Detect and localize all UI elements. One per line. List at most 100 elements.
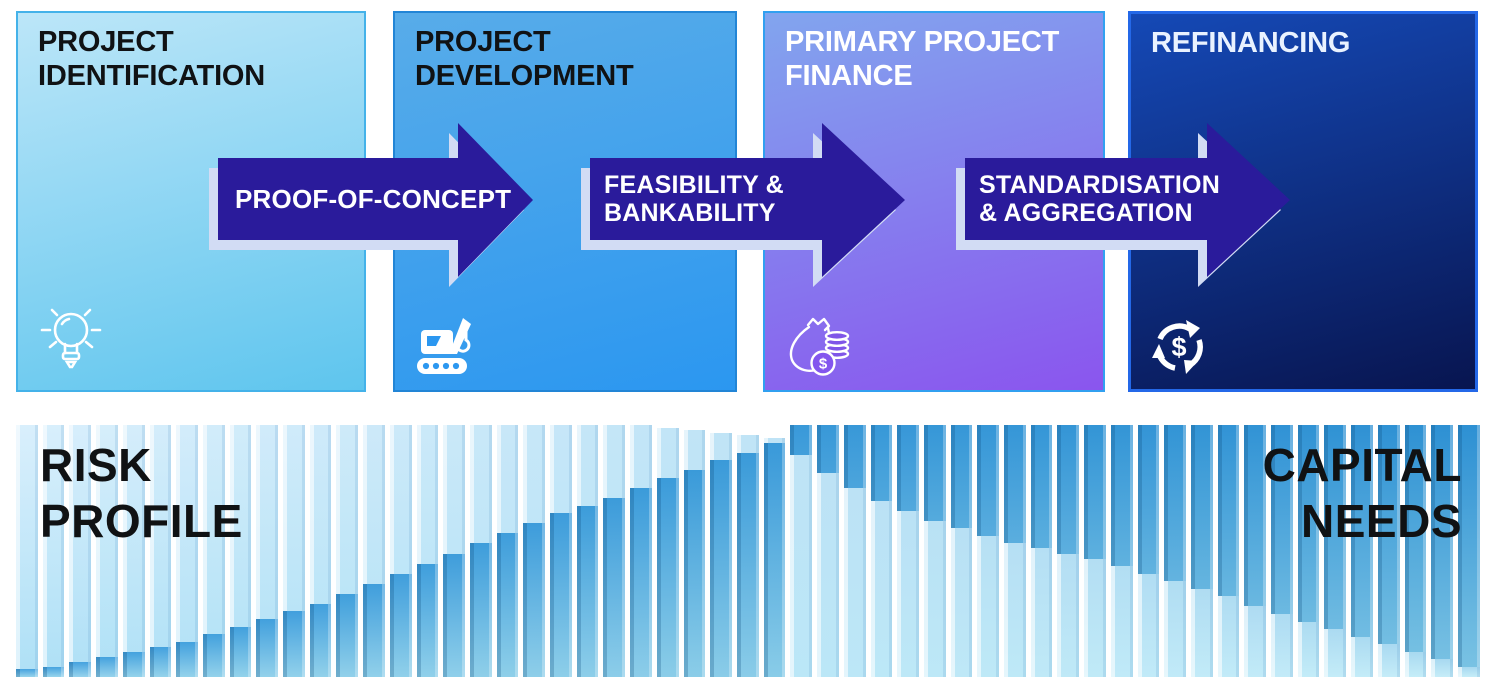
risk-profile-label: RISK PROFILE: [40, 439, 243, 548]
bar-column: [1110, 425, 1133, 677]
capital-needs-bar: [69, 661, 92, 677]
bar-column: [1457, 425, 1480, 677]
bar-column: [923, 425, 946, 677]
bar-column: [897, 425, 919, 677]
bar-column: [1377, 425, 1400, 677]
bar-column: [710, 425, 732, 677]
stage-title: PROJECT IDENTIFICATION: [38, 26, 266, 92]
risk-profile-bar: [176, 425, 198, 677]
capital-needs-bar: [283, 611, 305, 677]
capital-needs-bar: [1404, 425, 1427, 677]
capital-needs-bar: [96, 656, 118, 677]
bar-column: [736, 425, 759, 677]
bar-column: [683, 425, 706, 677]
capital-needs-bar: [389, 573, 412, 677]
capital-needs-bar: [1297, 425, 1320, 677]
capital-needs-bar: [550, 513, 572, 677]
capital-needs-bar: [656, 477, 679, 677]
risk-profile-bar: [870, 500, 893, 677]
bar-column: [1190, 425, 1213, 677]
risk-profile-bar: [1324, 629, 1347, 677]
risk-profile-bar: [1164, 581, 1186, 677]
bar-column: [870, 425, 893, 677]
capital-needs-bar: [469, 543, 492, 677]
risk-profile-bar: [229, 425, 252, 677]
risk-profile-bar: [42, 425, 65, 677]
bar-column: [550, 425, 572, 677]
bar-column: [1164, 425, 1186, 677]
bar-column: [656, 425, 679, 677]
bar-column: [603, 425, 626, 677]
bar-column: [309, 425, 332, 677]
bar-column: [149, 425, 172, 677]
capital-needs-bar: [229, 626, 252, 677]
bar-column: [42, 425, 65, 677]
bar-column: [977, 425, 1000, 677]
bar-column: [1297, 425, 1320, 677]
bar-column: [176, 425, 198, 677]
bar-column: [1057, 425, 1080, 677]
capital-needs-bar: [309, 603, 332, 677]
capital-needs-bar: [42, 666, 65, 677]
capital-needs-bar: [1431, 425, 1453, 677]
risk-profile-bar: [96, 425, 118, 677]
capital-needs-bar: [1351, 425, 1373, 677]
risk-profile-bar: [1404, 651, 1427, 677]
dollar-cycle-icon: $: [1152, 320, 1203, 374]
bar-column: [469, 425, 492, 677]
bar-column: [950, 425, 973, 677]
risk-profile-bar: [16, 425, 38, 677]
bar-column: [1271, 425, 1293, 677]
risk-profile-bar: [1084, 558, 1106, 677]
bar-column: [336, 425, 359, 677]
bar-column: [1351, 425, 1373, 677]
bar-column: [630, 425, 652, 677]
bar-column: [256, 425, 279, 677]
bar-column: [1244, 425, 1267, 677]
risk-profile-bar: [1431, 659, 1453, 677]
stage-title: REFINANCING: [1151, 27, 1351, 59]
bar-column: [496, 425, 519, 677]
arrow-standardisation-aggregation: [956, 123, 1290, 287]
bar-column: [1030, 425, 1053, 677]
arrow-label: STANDARDISATION & AGGREGATION: [979, 171, 1220, 227]
arrow-body: [218, 123, 533, 277]
risk-profile-bar: [1137, 573, 1160, 677]
capital-needs-bar: [603, 498, 626, 677]
bar-column: [576, 425, 599, 677]
bar-column: [817, 425, 839, 677]
capital-needs-bar: [1457, 425, 1480, 677]
risk-profile-bar: [977, 535, 1000, 677]
capital-needs-bar: [630, 488, 652, 677]
bar-column: [363, 425, 385, 677]
bars-chart: [16, 425, 1480, 677]
risk-profile-bar: [1190, 588, 1213, 677]
bar-column: [1324, 425, 1347, 677]
risk-profile-bar: [897, 510, 919, 677]
bar-column: [1404, 425, 1427, 677]
stage-title: PROJECT DEVELOPMENT: [415, 26, 634, 92]
capital-needs-bar: [202, 634, 225, 677]
capital-needs-bar: [710, 460, 732, 677]
risk-profile-bar: [790, 455, 813, 677]
risk-profile-bar: [1030, 548, 1053, 677]
capital-needs-bar: [122, 651, 145, 677]
bar-column: [202, 425, 225, 677]
capital-needs-bar: [416, 563, 439, 677]
risk-profile-bar: [1244, 606, 1267, 677]
bar-column: [1084, 425, 1106, 677]
capital-needs-bar: [1324, 425, 1347, 677]
capital-needs-bar: [683, 470, 706, 677]
bar-column: [1137, 425, 1160, 677]
capital-needs-bar: [576, 505, 599, 677]
risk-profile-bar: [122, 425, 145, 677]
capital-needs-bar: [496, 533, 519, 677]
svg-text:$: $: [819, 356, 828, 373]
capital-needs-bar: [1377, 425, 1400, 677]
capital-needs-bar: [736, 452, 759, 677]
arrow-body: [965, 123, 1290, 277]
risk-profile-bar: [1351, 636, 1373, 677]
lightbulb-icon: [40, 308, 102, 369]
arrow-proof-of-concept: [209, 123, 533, 287]
capital-needs-label: CAPITAL NEEDS: [1262, 439, 1462, 548]
